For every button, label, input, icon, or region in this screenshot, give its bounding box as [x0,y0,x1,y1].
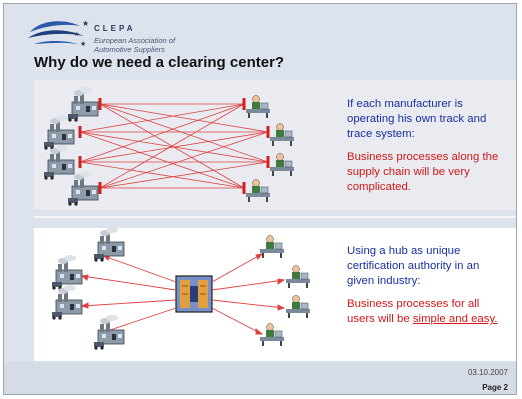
clearing-center-hub-icon [175,275,213,313]
point-to-point-consequence: Business processes along the supply chai… [347,151,499,193]
svg-text:★: ★ [74,31,79,38]
worker-at-desk-icon [269,123,295,147]
link-line [99,161,269,189]
link-connector [266,156,270,168]
link-line [99,103,269,133]
factory-icon [93,314,125,351]
point-to-point-statement: If each manufacturer is operating his ow… [347,98,487,140]
svg-text:★: ★ [82,19,89,28]
worker-at-desk-icon [259,323,285,347]
logo-subtitle-line2: Automotive Suppliers [94,45,165,54]
link-line [79,131,245,189]
link-line [79,103,245,133]
link-connector [78,126,82,138]
logo-subtitle-line1: European Association of [94,36,176,45]
slide-title: Why do we need a clearing center? [34,54,285,71]
worker-at-desk-icon [285,265,311,289]
worker-at-desk-icon [285,295,311,319]
link-line [99,131,269,189]
hub-statement: Using a hub as unique certification auth… [347,245,480,287]
worker-at-desk-icon [269,153,295,177]
logo-swoosh-icon: ★ ★ ★ [28,19,89,48]
link-line [79,161,245,189]
factory-icon [67,170,99,207]
factory-icon [51,284,83,321]
slide: ★ ★ ★ CLEPA European Association of Auto… [3,3,517,395]
panel-divider [34,216,516,218]
factory-icon [51,254,83,291]
link-connector [98,182,102,194]
link-line [99,103,269,163]
link-line [99,103,245,189]
point-to-point-links [78,98,270,194]
slide-date: 03.10.2007 [467,368,508,377]
hub-text: Using a hub as unique certification auth… [347,244,507,327]
link-line [79,103,245,163]
link-connector [98,98,102,110]
worker-at-desk-icon [245,179,271,203]
worker-at-desk-icon [245,95,271,119]
slide-footer-band [4,362,516,394]
link-connector [242,98,246,110]
hub-consequence-prefix: Business processes for all users will be [347,298,480,325]
factory-icon [43,144,75,181]
link-connector [242,182,246,194]
factory-icon [67,86,99,123]
network-diagrams [43,86,311,351]
point-to-point-text: If each manufacturer is operating his ow… [347,97,507,195]
worker-at-desk-icon [259,235,285,259]
link-connector [78,156,82,168]
link-line [79,131,269,163]
page-number: Page 2 [482,383,508,392]
link-connector [266,126,270,138]
svg-text:★: ★ [80,40,86,48]
logo-name: CLEPA [94,24,136,33]
clepa-logo: ★ ★ ★ CLEPA European Association of Auto… [24,14,224,54]
hub-consequence-emphasis: simple and easy. [412,313,498,325]
hub-consequence: Business processes for all users will be… [347,297,507,327]
